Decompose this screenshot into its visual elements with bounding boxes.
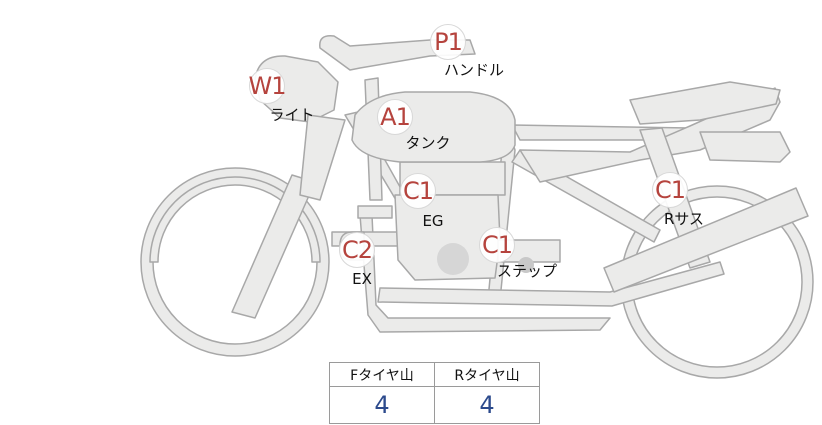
point-label-tank: タンク xyxy=(405,134,451,152)
front-fender xyxy=(149,176,321,263)
tire-tread-table: Fタイヤ山 Rタイヤ山 4 4 xyxy=(329,362,540,424)
marker-c2[interactable]: C2 xyxy=(339,232,375,268)
marker-code: C2 xyxy=(341,236,373,264)
marker-p1[interactable]: P1 xyxy=(430,24,466,60)
engine xyxy=(394,161,561,281)
point-label-handle: ハンドル xyxy=(443,61,505,79)
point-label-exhaust: EX xyxy=(352,270,372,288)
point-label-light: ライト xyxy=(269,106,315,124)
marker-code: C1 xyxy=(402,177,434,205)
marker-code: A1 xyxy=(380,103,411,131)
point-label-rear-suspension: Rサス xyxy=(663,210,705,228)
marker-w1[interactable]: W1 xyxy=(248,68,287,104)
rear-tire-tread-value: 4 xyxy=(434,386,540,424)
marker-c1-engine[interactable]: C1 xyxy=(400,173,436,209)
rear-tire-tread-header: Rタイヤ山 xyxy=(434,362,540,387)
table-value-row: 4 4 xyxy=(329,386,540,424)
front-tire-tread-value: 4 xyxy=(329,386,435,424)
marker-code: P1 xyxy=(434,28,463,56)
point-label-engine: EG xyxy=(422,212,444,230)
table-header-row: Fタイヤ山 Rタイヤ山 xyxy=(329,362,540,387)
front-tire-tread-header: Fタイヤ山 xyxy=(329,362,435,387)
marker-code: C1 xyxy=(481,231,513,259)
swing-arm xyxy=(603,187,809,293)
marker-code: C1 xyxy=(654,176,686,204)
marker-c1-rear-suspension[interactable]: C1 xyxy=(652,172,688,208)
point-label-step: ステップ xyxy=(496,262,558,280)
front-fork xyxy=(231,114,346,319)
marker-code: W1 xyxy=(248,72,287,100)
seat xyxy=(519,81,791,183)
marker-a1[interactable]: A1 xyxy=(377,99,413,135)
marker-c1-step[interactable]: C1 xyxy=(479,227,515,263)
footpeg xyxy=(518,257,534,273)
